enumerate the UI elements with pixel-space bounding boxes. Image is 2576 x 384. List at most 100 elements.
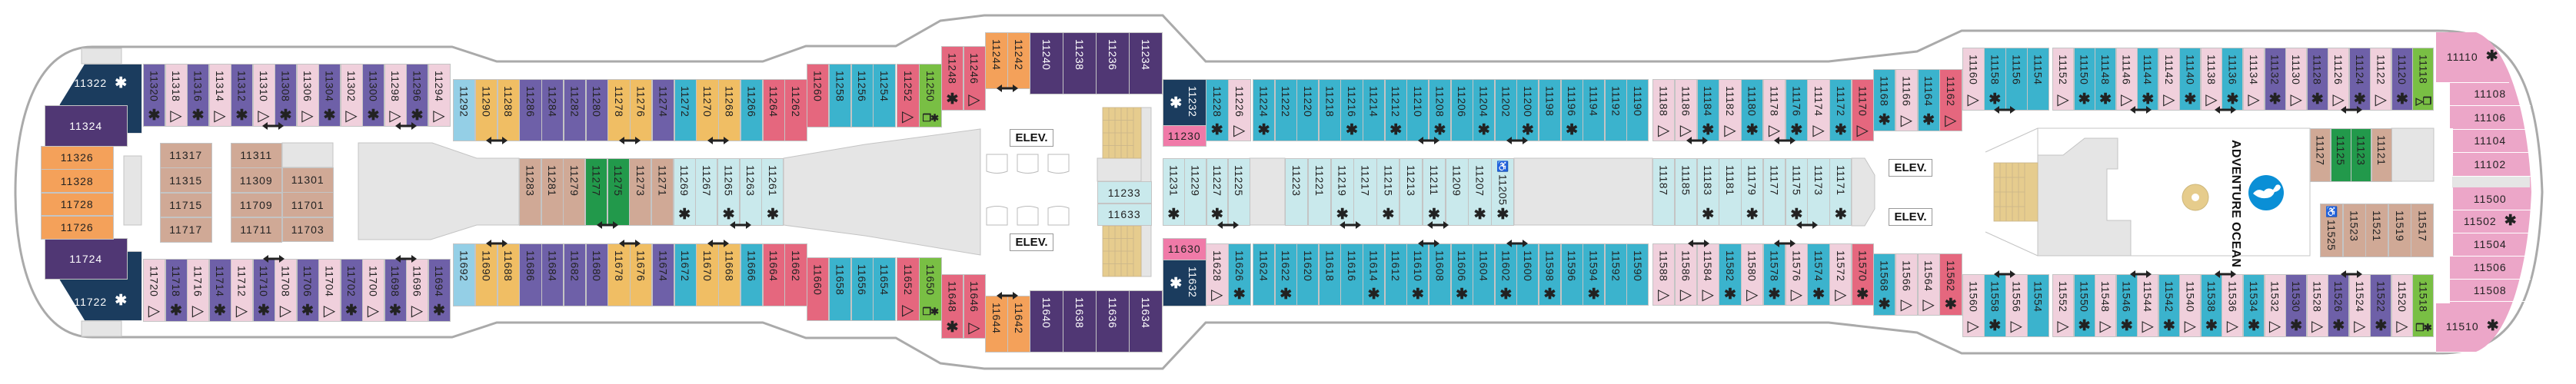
cabin-11204[interactable]: 11204✱ [1473, 79, 1496, 141]
cabin-11200[interactable]: 11200✱ [1516, 79, 1539, 141]
cabin-11127[interactable]: 11127 [2310, 128, 2331, 182]
cabin-11229[interactable]: 11229 [1184, 158, 1206, 226]
cabin-11196[interactable]: 11196✱ [1560, 79, 1583, 141]
cabin-11227[interactable]: 11227✱ [1206, 158, 1229, 226]
cabin-11198[interactable]: 11198 [1538, 79, 1562, 141]
cabin-11310[interactable]: 11310▷ [252, 64, 275, 127]
cabin-11522[interactable]: 11522✱ [2370, 274, 2392, 337]
cabin-11700[interactable]: 11700▷ [362, 259, 384, 322]
cabin-11604[interactable]: 11604 [1473, 243, 1496, 306]
cabin-11262[interactable]: 11262 [784, 79, 807, 141]
cabin-11240[interactable]: 11240 [1030, 32, 1063, 94]
cabin-11588[interactable]: 11588▷ [1652, 243, 1676, 306]
cabin-11171[interactable]: 11171✱ [1829, 158, 1852, 226]
cabin-11520[interactable]: 11520▷ [2391, 274, 2413, 337]
cabin-11676[interactable]: 11676 [630, 243, 653, 306]
cabin-11292[interactable]: 11292 [453, 79, 476, 141]
cabin-11717[interactable]: 11717 [160, 217, 212, 243]
cabin-11703[interactable]: 11703 [282, 217, 334, 243]
cabin-11608[interactable]: 11608 [1428, 243, 1451, 306]
cabin-11536[interactable]: 11536▷ [2222, 274, 2244, 337]
cabin-11232[interactable]: ✱11232 [1163, 79, 1206, 126]
cabin-11104[interactable]: 11104 [2450, 129, 2531, 153]
cabin-11266[interactable]: 11266 [740, 79, 763, 141]
cabin-11574[interactable]: 11574✱ [1807, 243, 1830, 306]
cabin-11626[interactable]: 11626✱ [1228, 243, 1251, 306]
cabin-11728[interactable]: 11728 [41, 192, 114, 217]
cabin-11168[interactable]: 11168✱ [1873, 69, 1896, 131]
cabin-11220[interactable]: 11220 [1296, 79, 1320, 141]
cabin-11680[interactable]: 11680 [585, 243, 608, 306]
cabin-11160[interactable]: 11160▷ [1962, 48, 1985, 111]
cabin-11518[interactable]: 11518❐✱ [2412, 274, 2435, 337]
cabin-11132[interactable]: 11132✱ [2264, 48, 2286, 111]
cabin-11192[interactable]: 11192 [1604, 79, 1627, 141]
cabin-11696[interactable]: 11696▷ [406, 259, 428, 322]
cabin-11225[interactable]: 11225 [1227, 158, 1250, 226]
cabin-11660[interactable]: 11660 [807, 257, 830, 321]
cabin-11708[interactable]: 11708▷ [275, 259, 297, 322]
cabin-11540[interactable]: 11540▷ [2179, 274, 2202, 337]
cabin-11672[interactable]: 11672 [674, 243, 697, 306]
cabin-11120[interactable]: 11120✱ [2391, 48, 2413, 111]
cabin-11524[interactable]: 11524▷ [2348, 274, 2371, 337]
cabin-11554[interactable]: 11554 [2027, 274, 2049, 337]
cabin-11282[interactable]: 11282 [563, 79, 586, 141]
cabin-11500[interactable]: 11500 [2450, 187, 2531, 211]
cabin-11216[interactable]: 11216✱ [1340, 79, 1363, 141]
cabin-11118[interactable]: 11118▷❐ [2412, 48, 2435, 111]
cabin-11258[interactable]: 11258 [828, 64, 851, 127]
cabin-11317[interactable]: 11317 [160, 143, 212, 168]
cabin-11242[interactable]: 11242 [1007, 32, 1030, 89]
cabin-11519[interactable]: 11519 [2388, 204, 2411, 257]
cabin-11616[interactable]: 11616 [1340, 243, 1363, 306]
cabin-11602[interactable]: 11602✱ [1494, 243, 1517, 306]
cabin-11318[interactable]: 11318▷ [165, 64, 188, 127]
cabin-11261[interactable]: 11261✱ [761, 158, 784, 226]
cabin-11662[interactable]: 11662 [784, 243, 807, 306]
cabin-11523[interactable]: 11523 [2342, 204, 2366, 257]
cabin-11207[interactable]: 11207✱ [1468, 158, 1492, 226]
cabin-11314[interactable]: 11314▷ [208, 64, 231, 127]
cabin-11186[interactable]: 11186▷ [1674, 79, 1698, 141]
cabin-11572[interactable]: 11572▷ [1829, 243, 1852, 306]
cabin-11144[interactable]: 11144✱ [2137, 48, 2159, 111]
cabin-11715[interactable]: 11715 [160, 192, 212, 218]
cabin-11644[interactable]: 11644 [985, 296, 1008, 353]
cabin-11260[interactable]: 11260 [807, 64, 830, 127]
cabin-11614[interactable]: 11614✱ [1363, 243, 1386, 306]
cabin-11666[interactable]: 11666 [740, 243, 763, 306]
cabin-11248[interactable]: 11248✱ [941, 46, 964, 111]
cabin-11586[interactable]: 11586▷ [1674, 243, 1698, 306]
cabin-11271[interactable]: 11271 [651, 158, 674, 226]
cabin-11121[interactable]: 11121 [2371, 128, 2392, 182]
cabin-11690[interactable]: 11690 [474, 243, 498, 306]
cabin-11560[interactable]: 11560▷ [1962, 274, 1985, 337]
cabin-11674[interactable]: 11674 [651, 243, 674, 306]
cabin-11215[interactable]: 11215✱ [1376, 158, 1400, 226]
cabin-11709[interactable]: 11709 [231, 192, 282, 218]
cabin-11269[interactable]: 11269✱ [673, 158, 696, 226]
cabin-11281[interactable]: 11281 [541, 158, 564, 226]
cabin-11324[interactable]: 11324 [45, 105, 128, 147]
cabin-11622[interactable]: 11622✱ [1274, 243, 1297, 306]
cabin-11668[interactable]: 11668 [718, 243, 741, 306]
cabin-11610[interactable]: 11610✱ [1406, 243, 1429, 306]
cabin-11624[interactable]: 11624 [1253, 243, 1276, 306]
cabin-11210[interactable]: 11210 [1406, 79, 1429, 141]
cabin-11182[interactable]: 11182▷ [1719, 79, 1742, 141]
cabin-11280[interactable]: 11280 [585, 79, 608, 141]
cabin-11650[interactable]: 11650❐✱ [919, 257, 942, 321]
cabin-11590[interactable]: 11590 [1626, 243, 1649, 306]
cabin-11692[interactable]: 11692 [453, 243, 476, 306]
cabin-11618[interactable]: 11618 [1318, 243, 1341, 306]
cabin-11180[interactable]: 11180✱ [1741, 79, 1764, 141]
cabin-11688[interactable]: 11688 [497, 243, 520, 306]
cabin-11288[interactable]: 11288 [497, 79, 520, 141]
cabin-11652[interactable]: 11652▷ [897, 257, 920, 321]
cabin-11138[interactable]: 11138▷ [2200, 48, 2222, 111]
cabin-11175[interactable]: 11175✱ [1785, 158, 1808, 226]
cabin-11265[interactable]: 11265✱ [717, 158, 741, 226]
cabin-11720[interactable]: 11720▷ [143, 259, 165, 322]
cabin-11598[interactable]: 11598✱ [1538, 243, 1562, 306]
